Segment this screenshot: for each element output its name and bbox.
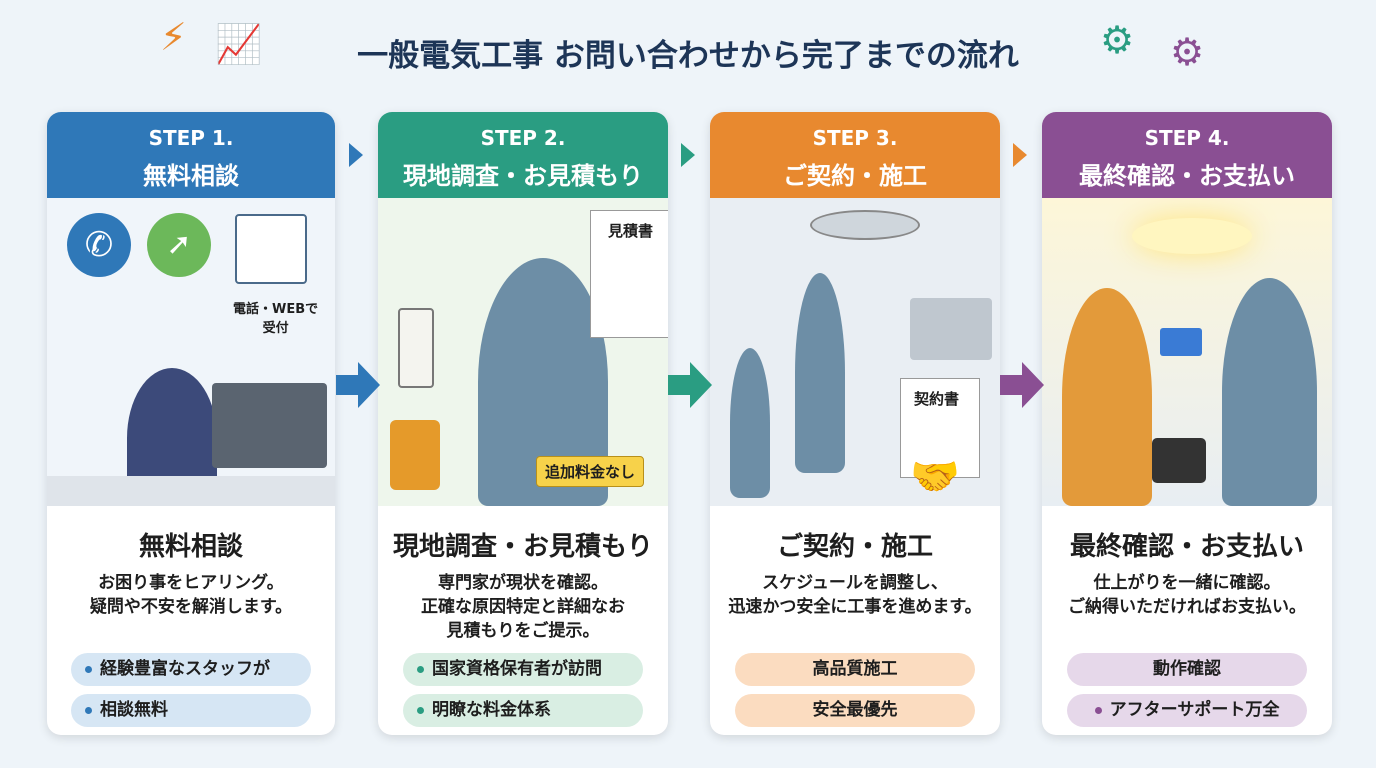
- gear-icon: ⚙: [1170, 30, 1205, 74]
- ceiling-fixture: [810, 210, 920, 240]
- arrow-right-icon: [336, 362, 380, 408]
- phone-icon: ✆: [67, 213, 131, 277]
- step-header: STEP 1. 無料相談: [47, 112, 335, 198]
- monitor-icon: [212, 383, 327, 468]
- step-number: STEP 1.: [148, 126, 234, 150]
- feature-pill: アフターサポート万全: [1067, 694, 1307, 727]
- gear-icon: ⚙: [1100, 18, 1135, 62]
- chevron-right-icon: [681, 143, 695, 167]
- illustration-label: 電話・WEBで 受付: [233, 302, 319, 336]
- customer-illustration: [1062, 288, 1152, 506]
- no-extra-fee-badge: 追加料金なし: [536, 456, 645, 487]
- arrow-right-icon: [1000, 362, 1044, 408]
- arrow-right-icon: [668, 362, 712, 408]
- step-heading: 現地調査・お見積もり: [392, 532, 653, 562]
- handshake-icon: 🤝: [910, 454, 960, 500]
- lightning-icon: ⚡: [160, 15, 187, 59]
- step-number: STEP 3.: [812, 126, 898, 150]
- worker-illustration: [795, 273, 845, 473]
- contract-document-label: 契約書: [906, 384, 968, 413]
- chevron-right-icon: [349, 143, 363, 167]
- step-card-3: STEP 3. ご契約・施工 契約書 🤝 ご契約・施工 スケジュールを調整し、 …: [710, 112, 1000, 735]
- illustration-payment: [1042, 198, 1332, 506]
- outlet-icon: [398, 308, 434, 388]
- estimate-document-label: 見積書: [600, 216, 662, 245]
- tools-board: [910, 298, 992, 360]
- feature-pill: 安全最優先: [735, 694, 975, 727]
- feature-pill: 明瞭な料金体系: [403, 694, 643, 727]
- web-form-icon: [235, 214, 307, 284]
- chart-icon: 📈: [215, 22, 263, 66]
- cursor-icon: ➚: [147, 213, 211, 277]
- page-title: 一般電気工事 お問い合わせから完了までの流れ: [357, 38, 1019, 74]
- step-header: STEP 4. 最終確認・お支払い: [1042, 112, 1332, 198]
- chevron-right-icon: [1013, 143, 1027, 167]
- step-card-2: STEP 2. 現地調査・お見積もり 見積書 追加料金なし 現地調査・お見積もり…: [378, 112, 668, 735]
- illustration-construction: 契約書 🤝: [710, 198, 1000, 506]
- illustration-survey: 見積書 追加料金なし: [378, 198, 668, 506]
- step-name: ご契約・施工: [783, 162, 927, 190]
- multimeter-icon: [390, 420, 440, 490]
- step-heading: 最終確認・お支払い: [1069, 532, 1304, 562]
- step-card-1: STEP 1. 無料相談 ✆ ➚ 電話・WEBで 受付 無料相談 お困り事をヒア…: [47, 112, 335, 735]
- feature-pill: 国家資格保有者が訪問: [403, 653, 643, 686]
- step-name: 最終確認・お支払い: [1079, 162, 1295, 190]
- credit-card-icon: [1160, 328, 1202, 356]
- step-name: 無料相談: [143, 162, 239, 190]
- step-description: 仕上がりを一緒に確認。 ご納得いただければお支払い。: [1068, 573, 1306, 617]
- step-description: スケジュールを調整し、 迅速かつ安全に工事を進めます。: [728, 573, 982, 617]
- step-description: 専門家が現状を確認。 正確な原因特定と詳細なお 見積もりをご提示。: [421, 573, 625, 641]
- step-number: STEP 2.: [480, 126, 566, 150]
- ceiling-light: [1132, 218, 1252, 254]
- step-number: STEP 4.: [1144, 126, 1230, 150]
- step-description: お困り事をヒアリング。 疑問や不安を解消します。: [89, 573, 293, 617]
- step-header: STEP 2. 現地調査・お見積もり: [378, 112, 668, 198]
- step-card-4: STEP 4. 最終確認・お支払い 最終確認・お支払い 仕上がりを一緒に確認。 …: [1042, 112, 1332, 735]
- feature-pill: 経験豊富なスタッフが: [71, 653, 311, 686]
- step-header: STEP 3. ご契約・施工: [710, 112, 1000, 198]
- technician-illustration: [1222, 278, 1317, 506]
- feature-pill: 動作確認: [1067, 653, 1307, 686]
- feature-pill: 相談無料: [71, 694, 311, 727]
- payment-terminal-icon: [1152, 438, 1206, 483]
- feature-pill: 高品質施工: [735, 653, 975, 686]
- worker-illustration: [730, 348, 770, 498]
- step-heading: 無料相談: [138, 532, 243, 562]
- step-name: 現地調査・お見積もり: [403, 162, 643, 190]
- step-heading: ご契約・施工: [776, 532, 933, 562]
- illustration-consultation: ✆ ➚ 電話・WEBで 受付: [47, 198, 335, 506]
